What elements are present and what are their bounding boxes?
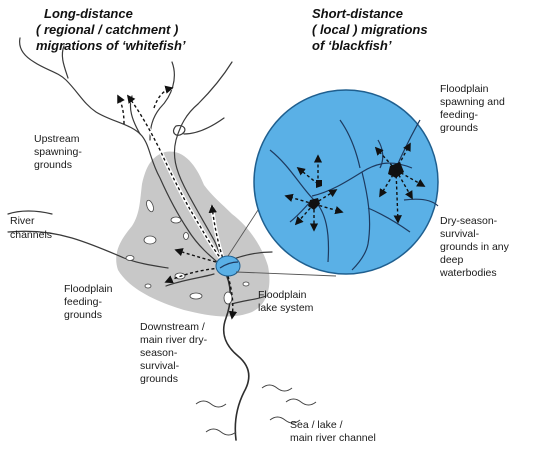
label-floodplain-lake-system: Floodplain lake system: [258, 289, 314, 314]
label-river-channels: River channels: [10, 215, 52, 241]
label-upstream-spawning-grounds: Upstream spawning- grounds: [34, 133, 85, 171]
whitefish-migration-arrows: [117, 85, 238, 320]
floodplain-area: [116, 151, 270, 317]
label-dry-season-survival-grounds: Dry-season- survival- grounds in any dee…: [439, 215, 512, 279]
title-long-distance: Long-distance ( regional / catchment ) m…: [36, 6, 186, 53]
sea-waves: [195, 384, 317, 436]
label-sea-lake-channel: Sea / lake / main river channel: [290, 419, 376, 444]
label-downstream-grounds: Downstream / main river dry- season- sur…: [140, 321, 210, 385]
magnified-floodplain-circle: [253, 89, 439, 275]
title-short-distance: Short-distance ( local ) migrations of ‘…: [312, 6, 431, 53]
blackfish-migration-arrows: [284, 142, 426, 232]
label-floodplain-feeding-grounds: Floodplain feeding- grounds: [64, 283, 115, 321]
floodplain-lake-marker: [215, 255, 241, 277]
label-floodplain-spawning-grounds: Floodplain spawning and feeding- grounds: [440, 83, 508, 134]
